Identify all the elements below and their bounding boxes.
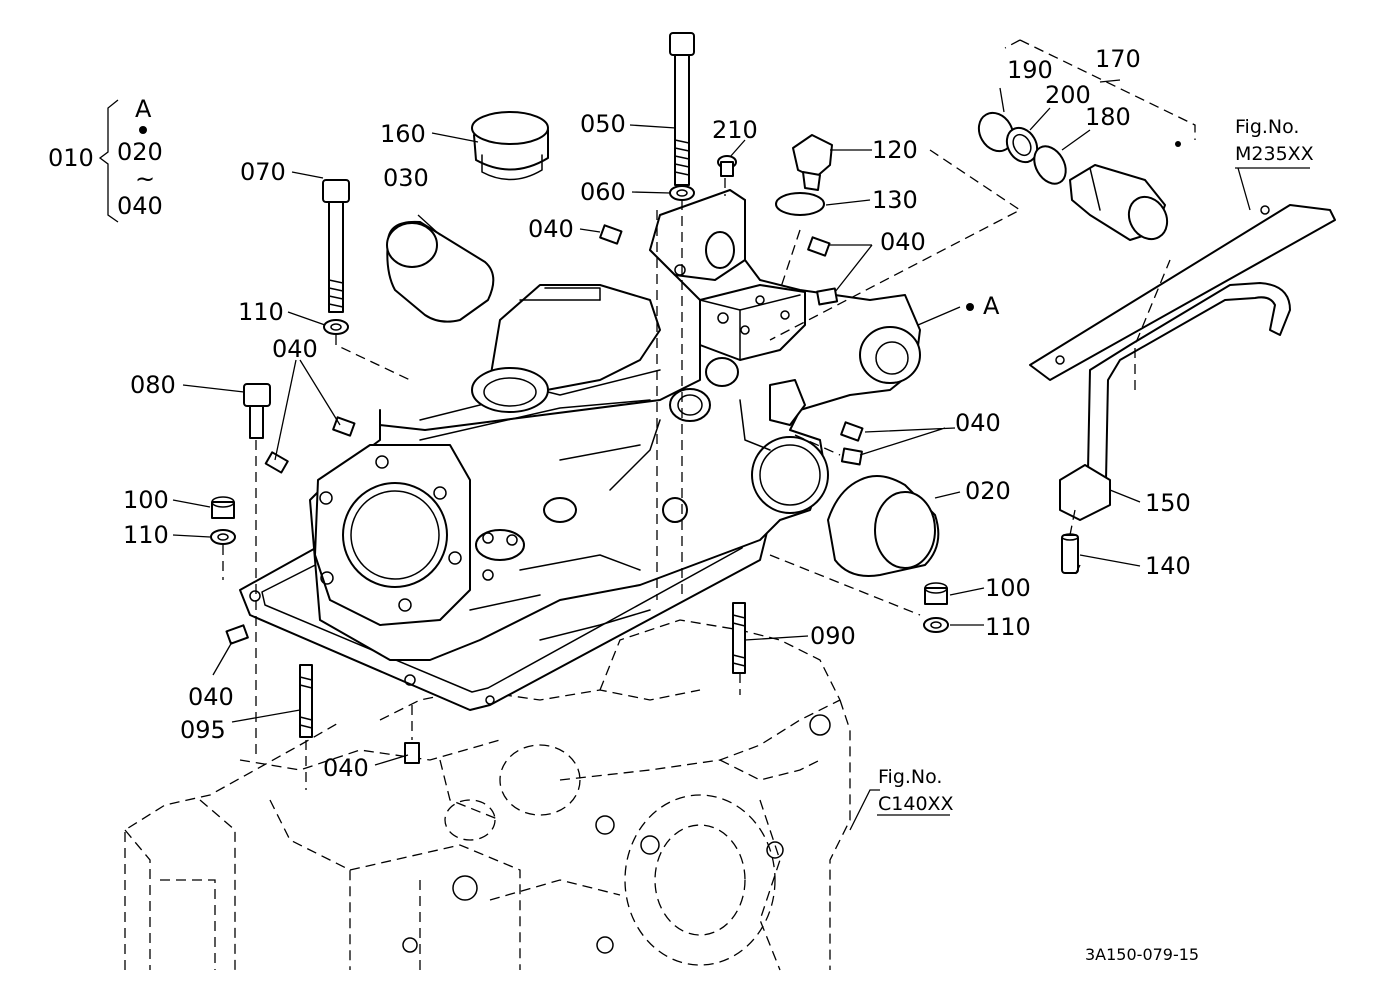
part-095-stud	[299, 664, 313, 738]
callout-200: 200	[1045, 81, 1091, 109]
ref-dot-170	[1175, 141, 1181, 147]
callout-040-c: 040	[272, 335, 318, 363]
part-210-pin	[717, 155, 737, 177]
part-100-nut-a	[211, 496, 235, 519]
part-100-nut-b	[924, 582, 948, 605]
part-050-bolt	[669, 32, 695, 186]
fig-ref-m235-code: M235XX	[1235, 143, 1314, 165]
ref-a-dot-legend	[139, 126, 147, 134]
fig-ref-c140-code: C140XX	[878, 793, 954, 815]
callout-100-b: 100	[985, 574, 1031, 602]
part-130-oring	[775, 192, 825, 216]
part-160-cap	[471, 111, 549, 181]
group-010-range-sep: ~	[135, 165, 155, 193]
callout-040-f: 040	[323, 754, 369, 782]
assembly-guide-lines	[222, 39, 1196, 790]
callout-210: 210	[712, 116, 758, 144]
group-010-bracket	[98, 99, 119, 223]
callout-040-b: 040	[880, 228, 926, 256]
part-020-bushing	[827, 475, 940, 577]
callout-030: 030	[383, 164, 429, 192]
hydraulic-housing	[309, 189, 921, 661]
callout-080: 080	[130, 371, 176, 399]
callout-040-d: 040	[955, 409, 1001, 437]
fig-ref-c140-caption: Fig.No.	[878, 766, 942, 788]
part-170-valve	[1069, 164, 1169, 241]
group-010-ref-letter: A	[135, 95, 152, 123]
part-070-bolt	[322, 179, 350, 313]
callout-140: 140	[1145, 552, 1191, 580]
callout-130: 130	[872, 186, 918, 214]
group-010-number: 010	[48, 144, 94, 172]
callout-090: 090	[810, 622, 856, 650]
part-110-washer-a	[323, 319, 349, 335]
callout-ref-a: A	[983, 292, 1000, 320]
part-180-oring	[1033, 145, 1067, 185]
leader-lines	[172, 79, 1310, 831]
part-030-bushing	[386, 220, 495, 323]
callout-120: 120	[872, 136, 918, 164]
figure-references: Fig.No. M235XX Fig.No. C140XX	[878, 116, 1314, 815]
part-140-fitting	[1061, 533, 1079, 574]
part-040-plugs	[225, 224, 864, 764]
callout-labels: 160 050 210 120 130 070 030 060 040 040 …	[123, 45, 1191, 782]
group-010-legend: 010 A 020 ~ 040	[48, 95, 163, 220]
callout-020: 020	[965, 477, 1011, 505]
drawing-code: 3A150-079-15	[1085, 945, 1199, 964]
callout-160: 160	[380, 120, 426, 148]
callout-040-a: 040	[528, 215, 574, 243]
part-060-washer	[669, 185, 695, 201]
callout-070: 070	[240, 158, 286, 186]
part-090-stud	[732, 602, 746, 674]
callout-110-a: 110	[238, 298, 284, 326]
part-190-oring	[977, 111, 1015, 153]
callout-110-c: 110	[985, 613, 1031, 641]
callout-110-b: 110	[123, 521, 169, 549]
part-120-sensor	[792, 134, 833, 191]
part-150-pipe	[1059, 282, 1291, 521]
callout-060: 060	[580, 178, 626, 206]
part-080-bolt	[243, 383, 271, 439]
fig-ref-m235-caption: Fig.No.	[1235, 116, 1299, 138]
part-110-washer-b	[210, 529, 236, 545]
callout-050: 050	[580, 110, 626, 138]
part-200-ring	[1005, 126, 1039, 164]
callout-095: 095	[180, 716, 226, 744]
callout-170: 170	[1095, 45, 1141, 73]
callout-040-e: 040	[188, 683, 234, 711]
callout-150: 150	[1145, 489, 1191, 517]
callout-190: 190	[1007, 56, 1053, 84]
part-m235-bracket	[1029, 204, 1336, 381]
group-010-range-start: 020	[117, 138, 163, 166]
ref-a-dot-drawing	[966, 303, 974, 311]
group-010-range-end: 040	[117, 192, 163, 220]
callout-180: 180	[1085, 103, 1131, 131]
callout-100-a: 100	[123, 486, 169, 514]
part-110-washer-c	[923, 617, 949, 633]
